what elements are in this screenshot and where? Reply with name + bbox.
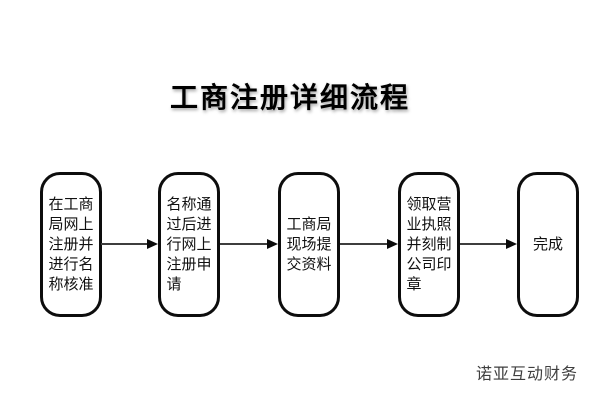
- flow-step-label: 领取营 业执照 并刻制 公司印 章: [406, 195, 452, 293]
- flow-step-3-submit-materials: 工商局 现场提 交资料: [278, 172, 340, 317]
- flow-step-5-done: 完成: [517, 172, 579, 317]
- arrow-line: [340, 243, 387, 245]
- flow-step-2-online-registration: 名称通 过后进 行网上 注册申 请: [158, 172, 220, 317]
- arrow-head-icon: [387, 239, 398, 249]
- arrow-line: [101, 243, 147, 245]
- watermark-text: 诺亚互动财务: [475, 366, 578, 383]
- arrow-head-icon: [147, 239, 158, 249]
- flow-step-1-online-name-check: 在工商 局网上 注册并 进行名 称核准: [40, 172, 102, 317]
- flow-step-label: 完成: [532, 235, 563, 253]
- flow-step-label: 名称通 过后进 行网上 注册申 请: [166, 195, 212, 293]
- page-title: 工商注册详细流程: [169, 82, 410, 113]
- flow-arrow-3: [340, 236, 398, 252]
- arrow-line: [220, 243, 267, 245]
- arrow-line: [460, 243, 506, 245]
- arrow-head-icon: [506, 239, 517, 249]
- flow-arrow-4: [460, 236, 517, 252]
- flow-arrow-2: [220, 236, 278, 252]
- flow-step-label: 工商局 现场提 交资料: [286, 215, 332, 273]
- arrow-head-icon: [267, 239, 278, 249]
- flow-step-label: 在工商 局网上 注册并 进行名 称核准: [48, 195, 94, 293]
- flow-arrow-1: [101, 236, 158, 252]
- flow-step-4-license-and-seals: 领取营 业执照 并刻制 公司印 章: [398, 172, 460, 317]
